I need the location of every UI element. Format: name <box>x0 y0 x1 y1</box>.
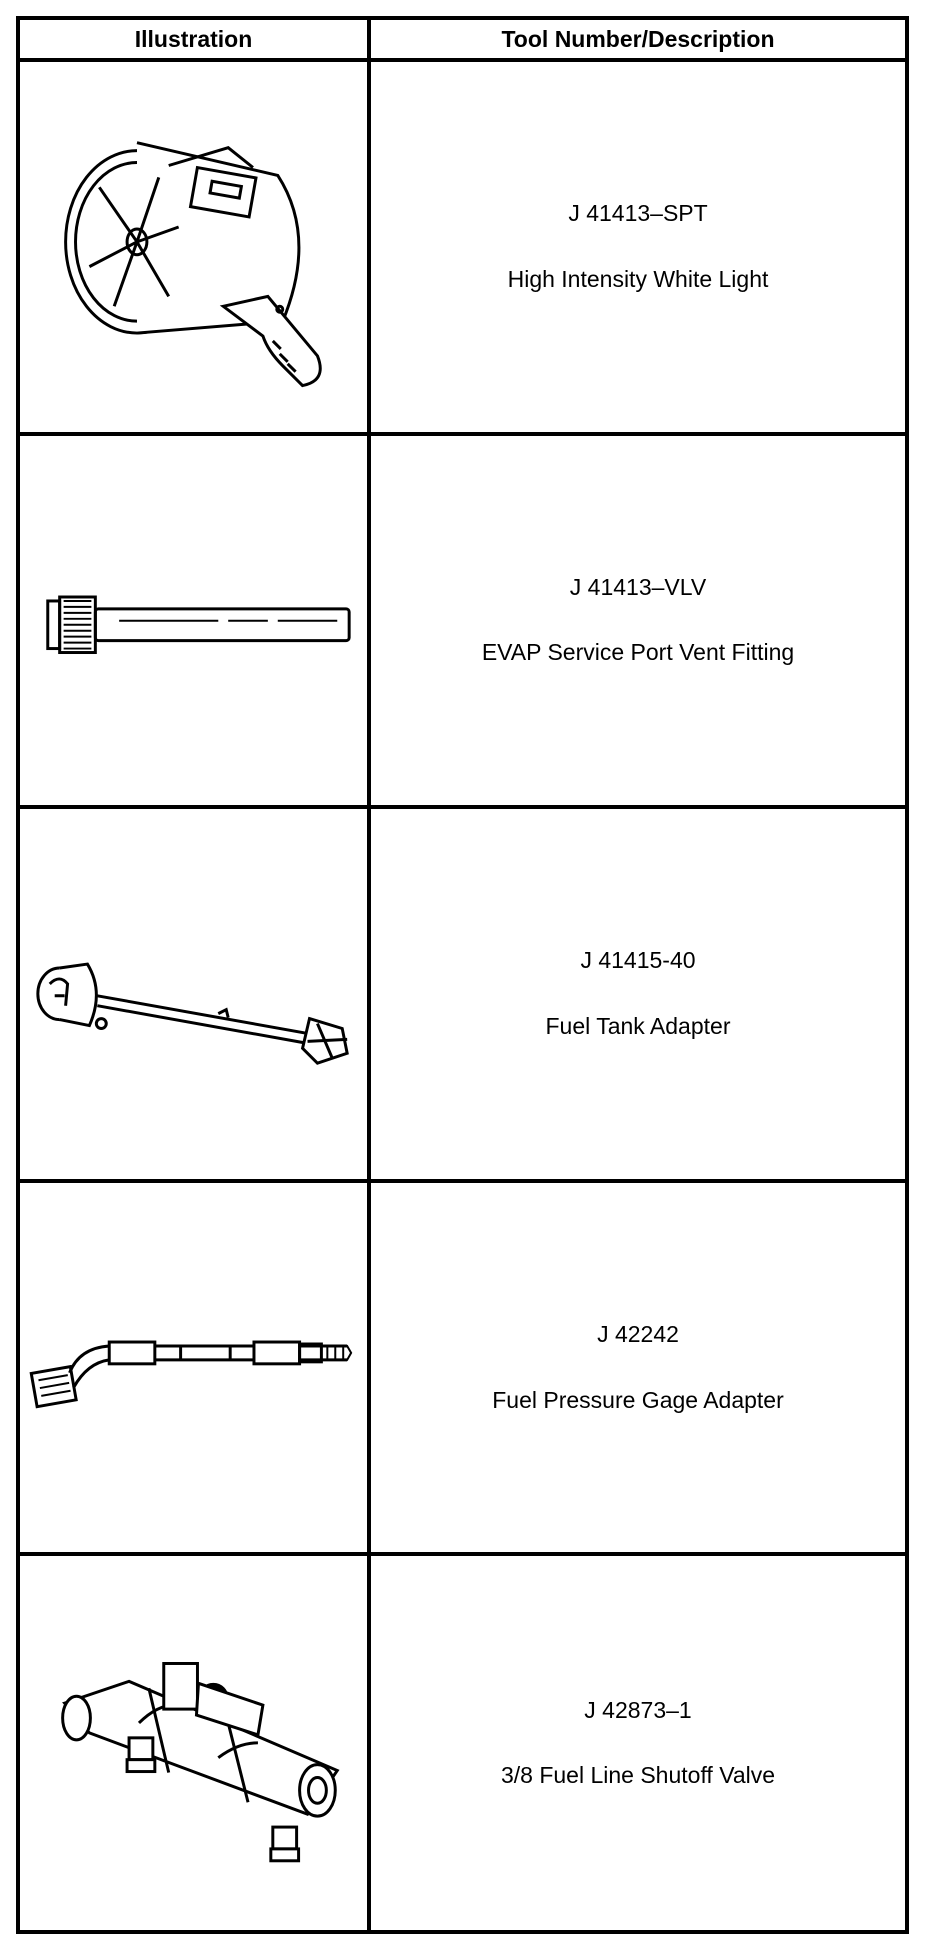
description-cell: J 42242 Fuel Pressure Gage Adapter <box>371 1183 905 1557</box>
illustration-cell <box>20 809 371 1183</box>
tool-number: J 42242 <box>597 1321 679 1347</box>
illustration-cell <box>20 1182 371 1557</box>
tool-number: J 42873–1 <box>584 1696 692 1723</box>
description-cell: J 41413–VLV EVAP Service Port Vent Fitti… <box>371 436 905 810</box>
header-tool-number-description: Tool Number/Description <box>371 20 905 62</box>
description-cell: J 42873–1 3/8 Fuel Line Shutoff Valve <box>371 1556 905 1930</box>
tool-number: J 41413–VLV <box>569 573 707 600</box>
illustration-cell <box>20 1556 371 1930</box>
description-cell: J 41413–SPT High Intensity White Light <box>371 62 905 436</box>
tool-description: Fuel Tank Adapter <box>545 1012 731 1039</box>
illustration-cell <box>20 435 371 810</box>
illustration-cell <box>20 62 371 436</box>
header-illustration: Illustration <box>20 20 371 62</box>
tool-description: High Intensity White Light <box>507 265 769 292</box>
pressure-gage-adapter-icon <box>29 1340 353 1409</box>
tool-description: 3/8 Fuel Line Shutoff Valve <box>500 1762 776 1789</box>
tool-description: Fuel Pressure Gage Adapter <box>492 1386 784 1413</box>
tool-description: EVAP Service Port Vent Fitting <box>481 639 795 666</box>
vent-fitting-icon <box>46 595 351 654</box>
description-cell: J 41415-40 Fuel Tank Adapter <box>371 809 905 1183</box>
spotlight-icon <box>64 141 322 388</box>
fuel-tank-adapter-icon <box>36 962 349 1066</box>
tool-number: J 41415-40 <box>580 947 696 974</box>
tool-table: Illustration Tool Number/Description J 4… <box>16 16 909 1934</box>
tool-number: J 41413–SPT <box>568 200 708 227</box>
shutoff-valve-icon <box>61 1662 340 1863</box>
